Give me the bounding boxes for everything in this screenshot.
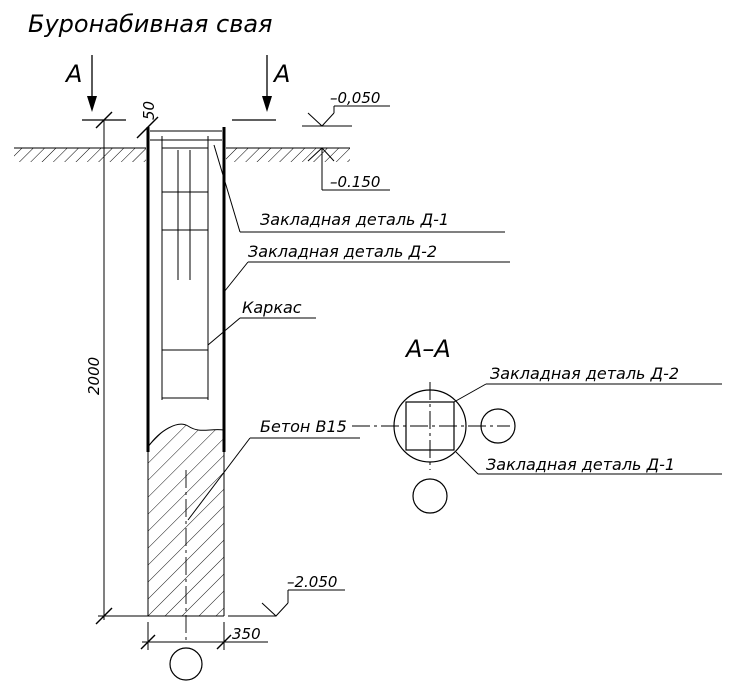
section-label-embed-d2: Закладная деталь Д-2	[490, 364, 679, 383]
pile	[146, 127, 226, 617]
label-cage: Каркас	[242, 298, 302, 317]
leader-concrete: Бетон В15	[187, 417, 360, 521]
section-marker-left: A	[64, 55, 126, 121]
label-concrete: Бетон В15	[260, 417, 347, 436]
section-label-embed-d1: Закладная деталь Д-1	[486, 455, 675, 474]
dimension-length: 2000	[85, 111, 148, 625]
svg-text:A: A	[64, 60, 82, 88]
label-embed-d1: Закладная деталь Д-1	[260, 210, 449, 229]
dimension-offset-value: 50	[140, 101, 158, 120]
dimension-diameter: 350	[140, 622, 268, 650]
ground-surface	[14, 147, 350, 162]
svg-text:A: A	[272, 60, 290, 88]
level-mark-ground: –0.150	[307, 147, 390, 191]
level-bottom-value: –2.050	[287, 573, 337, 591]
section-title: A–A	[404, 335, 451, 363]
dimension-offset: 50	[136, 101, 159, 139]
level-top-value: –0,050	[330, 89, 380, 107]
level-ground-value: –0.150	[330, 173, 380, 191]
leader-embed-d1: Закладная деталь Д-1	[213, 144, 505, 233]
section-marker-right: A	[232, 55, 290, 121]
bar-section-bottom	[169, 647, 203, 681]
level-mark-bottom: –2.050	[228, 573, 345, 617]
reinforcement-cage	[161, 136, 209, 400]
section-a-a: A–A Закладная деталь Д-2 Закладная детал…	[352, 335, 722, 514]
dimension-diameter-value: 350	[232, 625, 261, 643]
dimension-length-value: 2000	[85, 357, 103, 395]
label-embed-d2: Закладная деталь Д-2	[248, 242, 437, 261]
drawing-title: Буронабивная свая	[28, 10, 272, 38]
leader-embed-d2: Закладная деталь Д-2	[223, 242, 510, 293]
leader-cage: Каркас	[207, 298, 316, 346]
level-mark-top: –0,050	[302, 89, 390, 127]
